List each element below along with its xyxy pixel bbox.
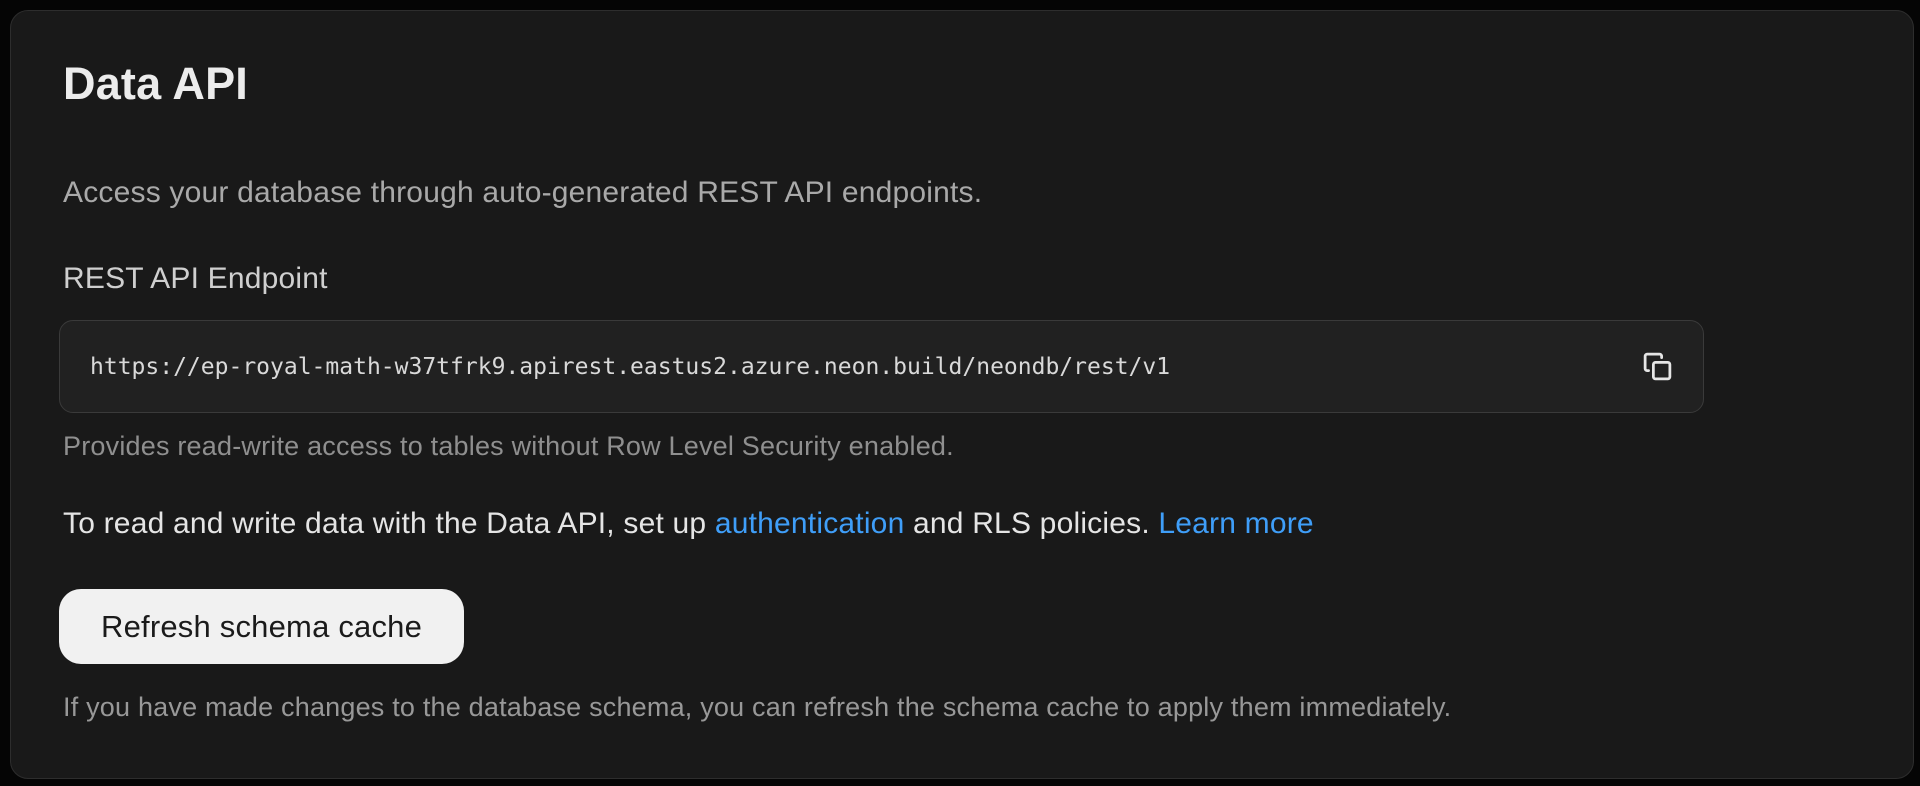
learn-more-link[interactable]: Learn more [1158, 507, 1314, 540]
rls-note-middle: and RLS policies. [904, 507, 1159, 540]
copy-endpoint-button[interactable] [1633, 343, 1681, 391]
rls-note-prefix: To read and write data with the Data API… [63, 507, 715, 540]
rest-api-endpoint-field: https://ep-royal-math-w37tfrk9.apirest.e… [59, 320, 1704, 413]
refresh-schema-cache-button[interactable]: Refresh schema cache [59, 589, 465, 664]
rest-api-endpoint-url: https://ep-royal-math-w37tfrk9.apirest.e… [90, 353, 1171, 380]
page-description: Access your database through auto-genera… [63, 176, 983, 209]
copy-icon [1641, 350, 1674, 383]
rest-api-endpoint-label: REST API Endpoint [63, 262, 328, 295]
refresh-helper-text: If you have made changes to the database… [63, 692, 1452, 722]
endpoint-helper-text: Provides read-write access to tables wit… [63, 431, 954, 461]
authentication-link[interactable]: authentication [714, 507, 905, 540]
rls-note: To read and write data with the Data API… [63, 504, 1314, 543]
page-title: Data API [63, 58, 248, 109]
data-api-card: Data API Access your database through au… [10, 10, 1914, 779]
